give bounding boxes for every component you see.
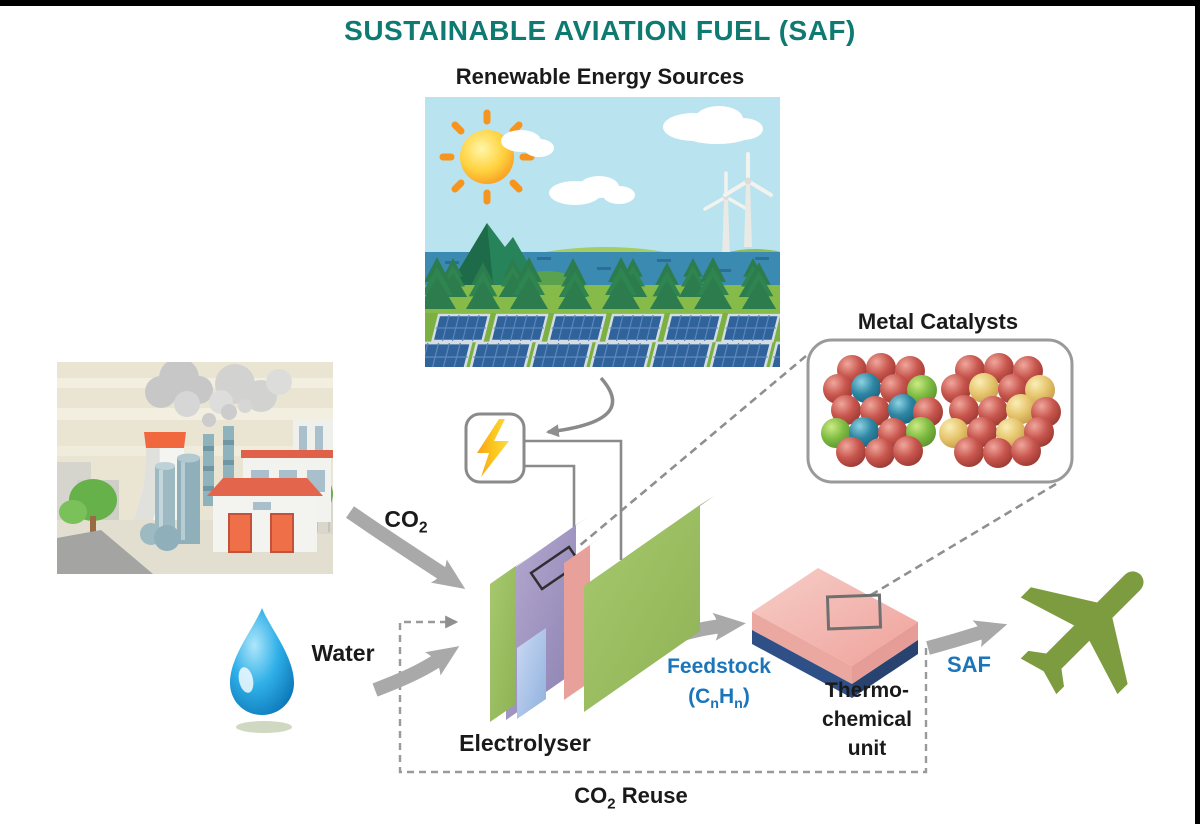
cloud: [663, 106, 763, 144]
electricity-box: [464, 412, 526, 484]
page-title: SUSTAINABLE AVIATION FUEL (SAF): [344, 15, 856, 46]
electrolyser-label: Electrolyser: [459, 730, 591, 756]
co2-arrow: [346, 506, 466, 590]
thermochemical-unit-illustration: [752, 568, 918, 698]
feedstock-label: Feedstock (CnHn): [667, 652, 771, 719]
factory-illustration: [57, 362, 333, 574]
factory-front-building: [207, 478, 323, 553]
co2-base: CO: [384, 506, 419, 532]
solar-panels: [425, 313, 780, 367]
renewable-energy-illustration: [425, 97, 780, 367]
co2-sub: 2: [418, 519, 428, 537]
electrolyser-illustration: [490, 496, 714, 722]
renewable-to-power-arrow: [545, 376, 615, 438]
co2-label: CO2: [384, 506, 427, 538]
feedstock-formula: (CnHn): [688, 685, 750, 713]
airplane-icon: [1020, 571, 1144, 695]
catalyst-cluster-right: [939, 353, 1061, 468]
co2-reuse-dashed-path: [398, 615, 928, 774]
water-label: Water: [311, 640, 375, 666]
catalyst-to-electrolyser-dashed-line: [577, 355, 807, 548]
renewable-label: Renewable Energy Sources: [455, 64, 745, 89]
saf-arrow: [926, 620, 1008, 655]
smoke-stacks: [202, 399, 252, 506]
top-border: [0, 0, 1200, 6]
metal-catalysts-label: Metal Catalysts: [857, 309, 1019, 334]
metal-catalysts-panel: [806, 338, 1074, 484]
thermochemical-unit-label: Thermo- chemical unit: [822, 679, 912, 760]
feedstock-title: Feedstock: [667, 655, 771, 678]
co2-reuse-label: CO2 Reuse: [574, 783, 688, 813]
sun-icon: [439, 109, 554, 205]
wind-turbines: [703, 152, 773, 259]
factory-road: [57, 530, 153, 574]
cloud: [549, 176, 635, 205]
water-droplet-icon: [230, 608, 294, 733]
power-wire-right: [524, 439, 623, 560]
factory-tree-left: [59, 479, 117, 542]
thermo-catalyst-marker: [825, 593, 883, 631]
factory-silos: [140, 453, 200, 551]
saf-label: SAF: [947, 652, 991, 677]
water-arrow: [372, 646, 460, 697]
catalyst-to-thermo-dashed-line: [865, 482, 1057, 600]
lightning-icon: [477, 419, 509, 477]
catalyst-cluster-left: [821, 353, 943, 468]
right-border: [1195, 0, 1200, 824]
